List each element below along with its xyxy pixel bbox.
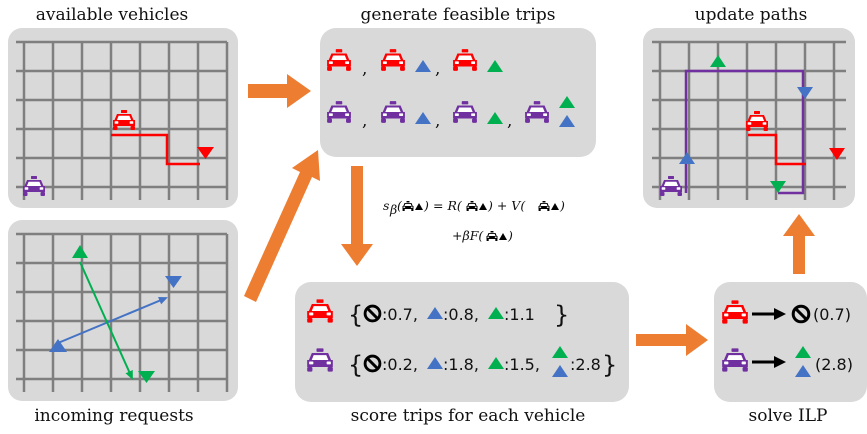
arrow-scores-to-ilp [636,324,708,356]
formula-paren: ) [423,198,429,213]
triangle-request-icon [479,203,487,210]
formula-plus-v: ) + V( [487,198,526,213]
formula-line2: +βF( [452,228,484,243]
formula-lhs: s [383,198,389,213]
label-available-vehicles: available vehicles [36,5,188,25]
green-pickup-triangle-icon [72,245,88,258]
comma: , [362,59,367,79]
green-triangle-icon [795,346,811,358]
score-red-green: :1.1 [504,305,535,324]
arrow-requests-to-trips [244,150,320,302]
panel-incoming-requests [8,220,238,401]
brace-close: } [602,351,617,379]
formula-close: ) [507,228,513,243]
green-dropoff-triangle-icon [770,181,786,193]
street-grid [16,232,229,392]
blue-request-arrow [57,297,168,344]
green-triangle-icon [559,96,575,108]
triangle-request-icon [415,203,423,210]
comma: , [435,111,440,131]
ilp-purple-value: (2.8) [815,355,853,374]
score-formula: s β ( ) = R( ) + V( ) +βF( ) [383,198,565,243]
label-generate-trips: generate feasible trips [361,5,556,25]
arrow-right-icon [752,308,786,320]
green-triangle-icon [487,60,503,72]
arrow-trips-to-scores [341,166,373,266]
label-incoming-requests: incoming requests [34,406,193,426]
panel-solve-ilp: (0.7) (2.8) [714,282,867,402]
purple-vehicle-route [684,69,805,195]
formula-close: ) [559,198,565,213]
taxi-icon [402,201,414,211]
comma: , [507,111,512,131]
green-triangle-icon [487,112,503,124]
triangle-request-icon [551,203,559,210]
label-update-paths: update paths [695,5,808,25]
comma: , [362,111,367,131]
red-dropoff-triangle-icon [197,147,214,159]
arrow-right-icon [752,356,786,368]
panel-generate-trips: , , , , , [320,28,596,157]
label-solve-ilp: solve ILP [749,406,828,426]
ilp-red-value: (0.7) [813,305,851,324]
score-purple-blue: :1.8, [443,355,479,374]
panel-update-paths [643,28,855,208]
blue-triangle-icon [427,307,443,319]
panel-available-vehicles [8,28,238,208]
comma: , [435,59,440,79]
street-grid [16,40,229,200]
taxi-icon [486,231,498,241]
score-purple-pair: :2.8 [570,355,601,374]
blue-dropoff-triangle-icon [797,87,813,99]
blue-triangle-icon [415,112,431,124]
brace-open: { [348,351,363,379]
formula-eq: = R( [433,198,463,213]
label-score-trips: score trips for each vehicle [351,406,586,426]
brace-open: { [348,301,363,329]
blue-pickup-triangle-icon [679,152,695,164]
formula-paren: ( [397,198,403,213]
green-pickup-triangle-icon [710,55,726,67]
formula-subscript: β [389,202,397,217]
green-dropoff-triangle-icon [138,371,155,383]
green-triangle-icon [552,346,568,358]
blue-triangle-icon [795,365,811,377]
score-purple-nosym: :0.2, [382,355,418,374]
flow-arrows [244,74,815,356]
green-request-arrow [79,261,133,380]
arrow-ilp-to-paths [783,214,815,274]
score-purple-green: :1.5, [504,355,540,374]
blue-triangle-icon [415,60,431,72]
green-triangle-icon [488,307,504,319]
brace-close: } [554,301,569,329]
red-vehicle-route [748,133,806,166]
blue-triangle-icon [427,357,443,369]
blue-triangle-icon [552,365,568,377]
score-red-nosym: :0.7, [382,305,418,324]
blue-dropoff-triangle-icon [165,276,182,288]
red-dropoff-triangle-icon [829,148,845,160]
taxi-icon [538,201,550,211]
green-triangle-icon [488,357,504,369]
red-vehicle-route [111,133,200,166]
blue-pickup-triangle-icon [49,339,67,352]
panel-score-trips: { :0.7, :0.8, :1.1 } { :0.2, :1.8, :1.5,… [295,282,629,402]
arrow-vehicles-to-trips [248,74,311,108]
blue-triangle-icon [559,115,575,127]
triangle-request-icon [499,233,507,240]
taxi-icon [466,201,478,211]
score-red-blue: :0.8, [443,305,479,324]
